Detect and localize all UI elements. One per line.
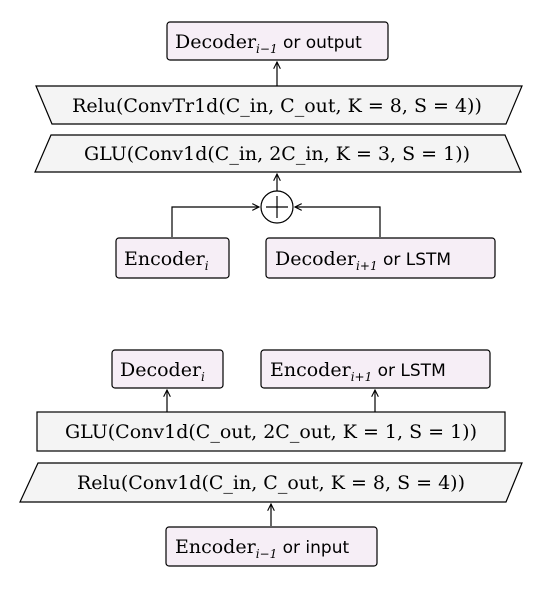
decoder-encoder-skip-box: Encoderi bbox=[115, 237, 230, 279]
svg-text:Encoderi: Encoderi bbox=[124, 248, 209, 273]
svg-text:Decoderi: Decoderi bbox=[120, 359, 205, 384]
decoder-relu-convtr-layer: Relu(ConvTr1d(C_in, C_out, K = 8, S = 4)… bbox=[35, 85, 523, 125]
svg-text:Encoderi+1 or LSTM: Encoderi+1 or LSTM bbox=[270, 359, 446, 384]
svg-text:Encoderi−1 or input: Encoderi−1 or input bbox=[175, 536, 349, 561]
decoder-relu-label: Relu(ConvTr1d(C_in, C_out, K = 8, S = 4)… bbox=[72, 95, 482, 117]
encoder-block: Decoderi Encoderi+1 or LSTM GLU(Conv1d(C… bbox=[19, 349, 523, 567]
encoder-glu-label: GLU(Conv1d(C_out, 2C_out, K = 1, S = 1)) bbox=[65, 421, 477, 443]
sum-node bbox=[260, 190, 294, 224]
encoder-relu-label: Relu(Conv1d(C_in, C_out, K = 8, S = 4)) bbox=[77, 472, 465, 494]
decoder-input-box: Decoderi+1 or LSTM bbox=[265, 237, 496, 279]
decoder-glu-label: GLU(Conv1d(C_in, 2C_in, K = 3, S = 1)) bbox=[84, 143, 470, 165]
decoder-block: Decoderi−1 or output Relu(ConvTr1d(C_in,… bbox=[34, 21, 523, 279]
svg-text:Decoderi−1 or output: Decoderi−1 or output bbox=[175, 31, 362, 56]
encoder-output-box: Encoderi+1 or LSTM bbox=[260, 349, 491, 389]
decoder-output-box: Decoderi−1 or output bbox=[166, 21, 389, 61]
decoder-glu-conv-layer: GLU(Conv1d(C_in, 2C_in, K = 3, S = 1)) bbox=[34, 134, 522, 173]
encoder-glu-conv-layer: GLU(Conv1d(C_out, 2C_out, K = 1, S = 1)) bbox=[36, 411, 506, 452]
encoder-decoder-skip-box: Decoderi bbox=[111, 349, 224, 389]
arrow-decoder-to-sum bbox=[295, 207, 381, 237]
encoder-input-box: Encoderi−1 or input bbox=[165, 526, 378, 567]
encoder-relu-conv-layer: Relu(Conv1d(C_in, C_out, K = 8, S = 4)) bbox=[19, 462, 523, 503]
arrow-encoder-to-sum bbox=[171, 207, 259, 237]
svg-text:Decoderi+1 or LSTM: Decoderi+1 or LSTM bbox=[275, 248, 451, 273]
